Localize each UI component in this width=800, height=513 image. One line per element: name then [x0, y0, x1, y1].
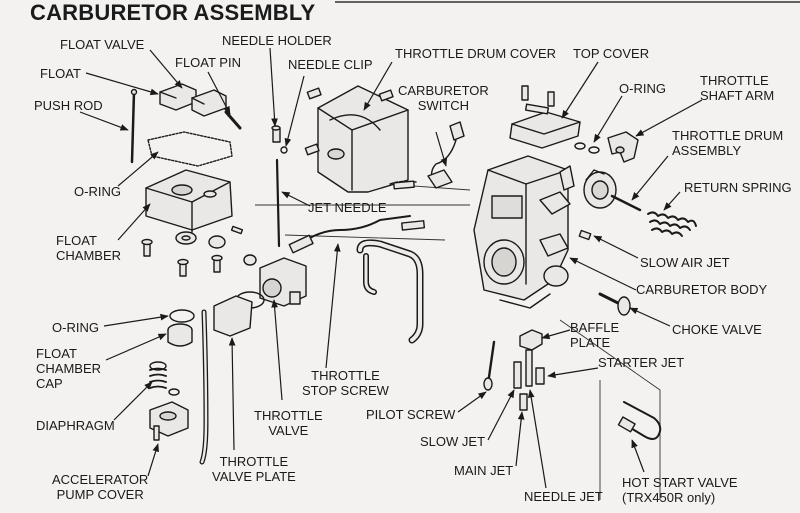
label-carburetor-body: CARBURETOR BODY — [636, 282, 768, 297]
slow-air-jet-part — [578, 229, 592, 241]
slow-jet-part — [513, 361, 522, 389]
pilot-screw-part — [483, 340, 496, 391]
label-throttle-drum-assembly-line2: ASSEMBLY — [672, 143, 742, 158]
needle-holder-part — [271, 125, 281, 143]
throttle-drum-cover-part — [317, 85, 409, 193]
float-pin-part — [224, 110, 242, 130]
label-throttle-shaft-arm-line2: SHAFT ARM — [700, 88, 775, 103]
float-chamber-screws — [141, 225, 257, 277]
label-pilot-screw: PILOT SCREW — [366, 407, 456, 422]
label-throttle-drum-assembly: THROTTLE DRUM ASSEMBLY — [672, 128, 783, 158]
label-throttle-shaft-arm-line1: THROTTLE — [700, 73, 769, 88]
float-chamber-part — [145, 169, 233, 233]
label-float-chamber-line2: CHAMBER — [56, 248, 122, 263]
label-throttle-shaft-arm: THROTTLE SHAFT ARM — [700, 73, 774, 103]
label-throttle-valve-line2: VALVE — [268, 423, 309, 438]
drum-cover-screws — [304, 87, 394, 156]
label-float-pin: FLOAT PIN — [175, 55, 241, 70]
diaphragm-part — [149, 361, 167, 389]
carburetor-switch-part — [389, 121, 465, 190]
label-choke-valve: CHOKE VALVE — [672, 322, 762, 337]
label-throttle-stop-screw-line2: STOP SCREW — [302, 383, 389, 398]
throttle-valve-part — [259, 257, 307, 307]
starter-jet-part — [535, 367, 545, 385]
label-needle-holder: NEEDLE HOLDER — [222, 33, 332, 48]
label-carburetor-switch: CARBURETOR SWITCH — [398, 83, 489, 113]
label-o-ring-top: O-RING — [619, 81, 666, 96]
push-rod-part — [130, 88, 138, 164]
label-slow-jet: SLOW JET — [420, 434, 486, 449]
label-throttle-valve: THROTTLE VALVE — [254, 408, 323, 438]
label-main-jet: MAIN JET — [454, 463, 514, 478]
label-throttle-valve-plate-line2: VALVE PLATE — [212, 469, 296, 484]
label-push-rod: PUSH ROD — [34, 98, 103, 113]
label-o-ring-bottom: O-RING — [52, 320, 99, 335]
float-part — [159, 83, 227, 117]
leader-lines — [79, 47, 703, 489]
carburetor-body-part — [473, 155, 575, 309]
label-throttle-valve-line1: THROTTLE — [254, 408, 323, 423]
label-throttle-drum-cover: THROTTLE DRUM COVER — [395, 46, 557, 61]
label-float-chamber: FLOAT CHAMBER — [56, 233, 121, 263]
label-needle-clip: NEEDLE CLIP — [288, 57, 373, 72]
label-hot-start-valve: HOT START VALVE (TRX450R only) — [622, 475, 738, 505]
baffle-plate-part — [519, 329, 543, 351]
label-return-spring: RETURN SPRING — [684, 180, 792, 195]
label-throttle-valve-plate: THROTTLE VALVE PLATE — [212, 454, 296, 484]
label-baffle-plate-line2: PLATE — [570, 335, 611, 350]
label-hot-start-valve-line1: HOT START VALVE — [622, 475, 738, 490]
throttle-valve-plate-part — [213, 295, 253, 337]
label-float-chamber-cap-line1: FLOAT — [36, 346, 77, 361]
jet-needle-part — [275, 158, 281, 248]
label-jet-needle: JET NEEDLE — [308, 200, 387, 215]
label-starter-jet: STARTER JET — [598, 355, 685, 370]
o-ring-bottom-part — [169, 309, 195, 323]
label-diaphragm: DIAPHRAGM — [36, 418, 115, 433]
o-ring-top-part — [574, 142, 586, 150]
label-carburetor-switch-line2: SWITCH — [417, 98, 470, 113]
label-baffle-plate-line1: BAFFLE — [570, 320, 620, 335]
needle-clip-part — [280, 146, 288, 154]
label-throttle-valve-plate-line1: THROTTLE — [219, 454, 289, 469]
label-slow-air-jet: SLOW AIR JET — [640, 255, 730, 270]
throttle-drum-assembly-part — [583, 169, 642, 212]
label-o-ring-left: O-RING — [74, 184, 121, 199]
top-cover-part — [509, 85, 581, 149]
page-title: CARBURETOR ASSEMBLY — [30, 0, 316, 25]
small-o-ring-part — [168, 388, 180, 396]
label-float-chamber-cap-line2: CHAMBER — [36, 361, 102, 376]
float-chamber-cap-part — [167, 323, 193, 347]
label-float-chamber-line1: FLOAT — [56, 233, 97, 248]
label-baffle-plate: BAFFLE PLATE — [570, 320, 619, 350]
o-ring-top-part-2 — [588, 146, 600, 154]
label-float-chamber-cap-line3: CAP — [36, 376, 63, 391]
hot-start-valve-part — [617, 401, 662, 440]
label-float-chamber-cap: FLOAT CHAMBER CAP — [36, 346, 101, 391]
throttle-stop-screw-part — [288, 215, 426, 254]
throttle-shaft-arm-part — [607, 131, 639, 163]
accelerator-pump-cover-part — [149, 401, 189, 441]
label-top-cover: TOP COVER — [573, 46, 650, 61]
main-jet-part — [519, 393, 528, 411]
label-needle-jet: NEEDLE JET — [524, 489, 603, 504]
choke-valve-part — [598, 292, 631, 316]
label-float-valve: FLOAT VALVE — [60, 37, 145, 52]
label-float: FLOAT — [40, 66, 81, 81]
label-hot-start-valve-line2: (TRX450R only) — [622, 490, 716, 505]
label-accelerator-pump-cover-line1: ACCELERATOR — [52, 472, 149, 487]
label-accelerator-pump-cover: ACCELERATOR PUMP COVER — [52, 472, 148, 502]
needle-jet-part — [525, 349, 533, 387]
label-throttle-stop-screw: THROTTLE STOP SCREW — [302, 368, 389, 398]
vent-hose-part — [356, 239, 424, 344]
label-carburetor-switch-line1: CARBURETOR — [398, 83, 489, 98]
float-chamber-gasket-part — [147, 131, 233, 167]
label-accelerator-pump-cover-line2: PUMP COVER — [56, 487, 144, 502]
label-throttle-drum-assembly-line1: THROTTLE DRUM — [672, 128, 784, 143]
return-spring-part — [647, 211, 697, 237]
label-throttle-stop-screw-line1: THROTTLE — [311, 368, 380, 383]
